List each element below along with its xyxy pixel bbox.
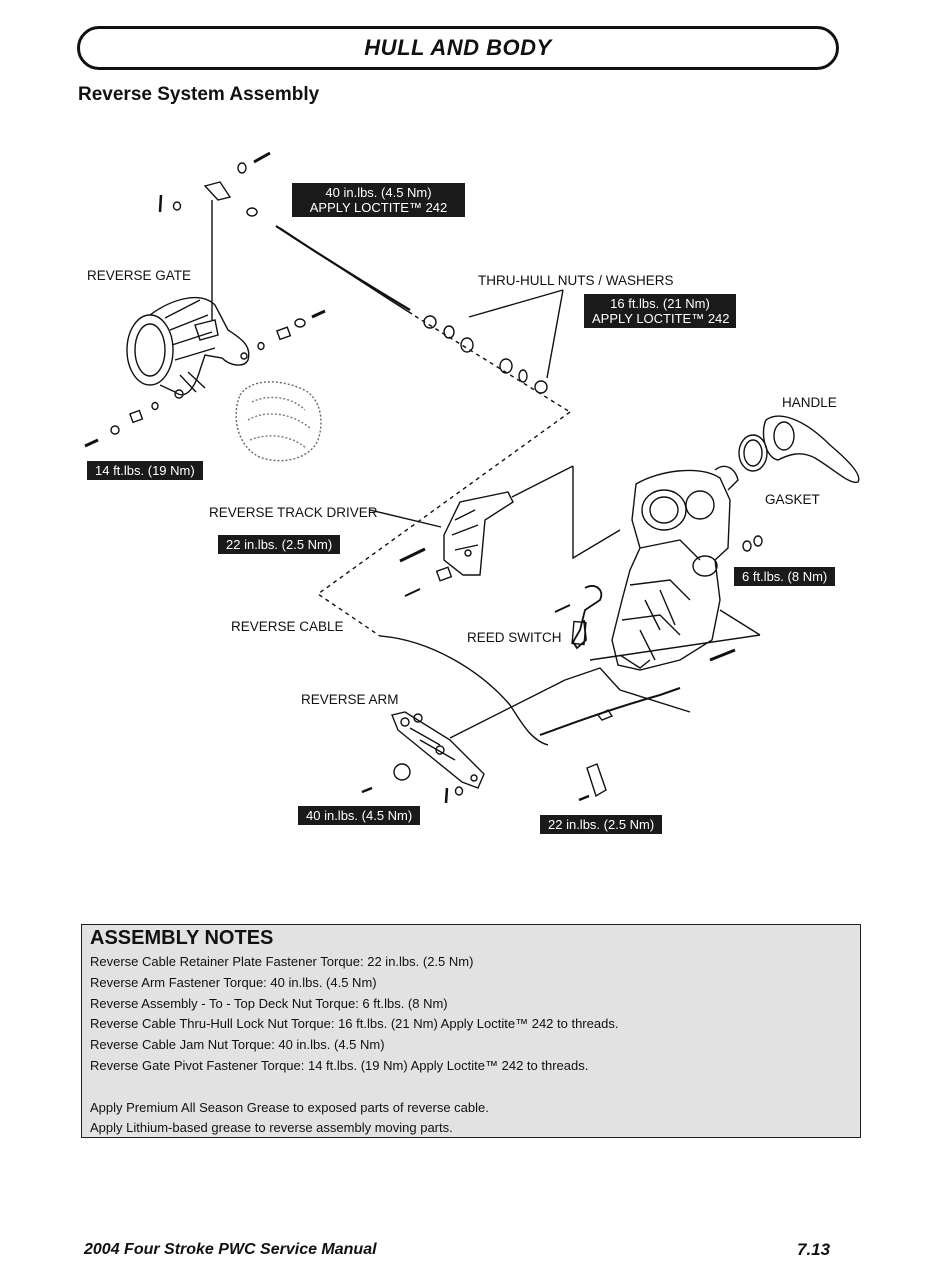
handle-part (762, 415, 860, 484)
torque-callout-reverse-arm: 40 in.lbs. (4.5 Nm) (298, 806, 421, 825)
footer-manual-title: 2004 Four Stroke PWC Service Manual (84, 1241, 377, 1258)
header-title: HULL AND BODY (364, 35, 552, 60)
torque-callout-thru-hull: 16 ft.lbs. (21 Nm) APPLY LOCTITE™ 242 (584, 294, 736, 328)
thru-hull-leader-1 (468, 289, 564, 318)
cable-upper-inner (279, 227, 413, 315)
jam-nut-top (246, 207, 258, 217)
cable-dashed-2 (316, 411, 571, 637)
reverse-system-exploded-diagram (84, 151, 860, 804)
torque-callout-gate-pivot: 14 ft.lbs. (19 Nm) (87, 461, 203, 480)
page-header: HULL AND BODY (77, 26, 839, 70)
label-reverse-gate: REVERSE GATE (87, 268, 192, 283)
hull-opening-ghost (235, 381, 322, 462)
track-driver-leader (369, 509, 442, 528)
note-line: Reverse Gate Pivot Fastener Torque: 14 f… (90, 1057, 589, 1073)
note-line: Apply Premium All Season Grease to expos… (90, 1099, 489, 1115)
assembly-notes-title: ASSEMBLY NOTES (90, 927, 274, 949)
label-gasket: GASKET (765, 492, 820, 507)
cable-end-clevis (203, 181, 232, 201)
note-line: Reverse Cable Retainer Plate Fastener To… (90, 954, 474, 969)
retainer-plate (586, 763, 607, 798)
gasket-part (738, 434, 768, 472)
label-reed-switch: REED SWITCH (467, 630, 562, 645)
note-line: Reverse Cable Jam Nut Torque: 40 in.lbs.… (90, 1037, 385, 1053)
thru-hull-leader-2 (546, 289, 564, 379)
torque-thru-hull-line1: 16 ft.lbs. (21 Nm) (610, 296, 710, 311)
top-screw (253, 151, 271, 164)
note-line: Reverse Cable Thru-Hull Lock Nut Torque:… (90, 1016, 619, 1032)
label-reverse-track-driver: REVERSE TRACK DRIVER (209, 505, 378, 520)
torque-jam-nut-line2: APPLY LOCTITE™ 242 (309, 200, 448, 215)
label-reverse-cable: REVERSE CABLE (231, 619, 344, 634)
note-line: Reverse Arm Fastener Torque: 40 in.lbs. … (90, 974, 377, 990)
note-line: Apply Lithium-based grease to reverse as… (90, 1120, 453, 1136)
thru-hull-hardware (423, 315, 548, 394)
torque-callout-jam-nut: 40 in.lbs. (4.5 Nm) APPLY LOCTITE™ 242 (292, 183, 465, 217)
section-title: Reverse System Assembly (78, 84, 320, 105)
torque-thru-hull-line2: APPLY LOCTITE™ 242 (592, 311, 730, 326)
label-handle: HANDLE (782, 395, 837, 410)
cable-dashed-1 (414, 315, 571, 413)
torque-callout-retainer-plate: 22 in.lbs. (2.5 Nm) (540, 815, 663, 834)
torque-callout-top-deck: 6 ft.lbs. (8 Nm) (734, 567, 836, 586)
label-reverse-arm: REVERSE ARM (301, 692, 399, 707)
torque-jam-nut-line1: 40 in.lbs. (4.5 Nm) (325, 185, 432, 200)
reed-switch-part (554, 585, 603, 650)
reverse-housing-part (611, 465, 739, 671)
label-thru-hull-nuts: THRU-HULL NUTS / WASHERS (478, 273, 674, 288)
assembly-notes-box: ASSEMBLY NOTES Reverse Cable Retainer Pl… (81, 924, 861, 1138)
small-washer (172, 201, 182, 211)
reverse-arm-leader (449, 679, 566, 739)
reverse-track-driver-part (443, 491, 514, 576)
housing-leader (572, 466, 621, 560)
reverse-cable-lower (379, 635, 549, 746)
cotter-pin (158, 194, 163, 213)
top-washer (237, 162, 247, 174)
note-line: Reverse Assembly - To - Top Deck Nut Tor… (90, 995, 448, 1011)
torque-callout-track-driver: 22 in.lbs. (2.5 Nm) (218, 535, 341, 554)
reverse-arm-part (391, 711, 485, 789)
reverse-gate-part (126, 296, 250, 399)
footer-page-number: 7.13 (797, 1240, 831, 1259)
